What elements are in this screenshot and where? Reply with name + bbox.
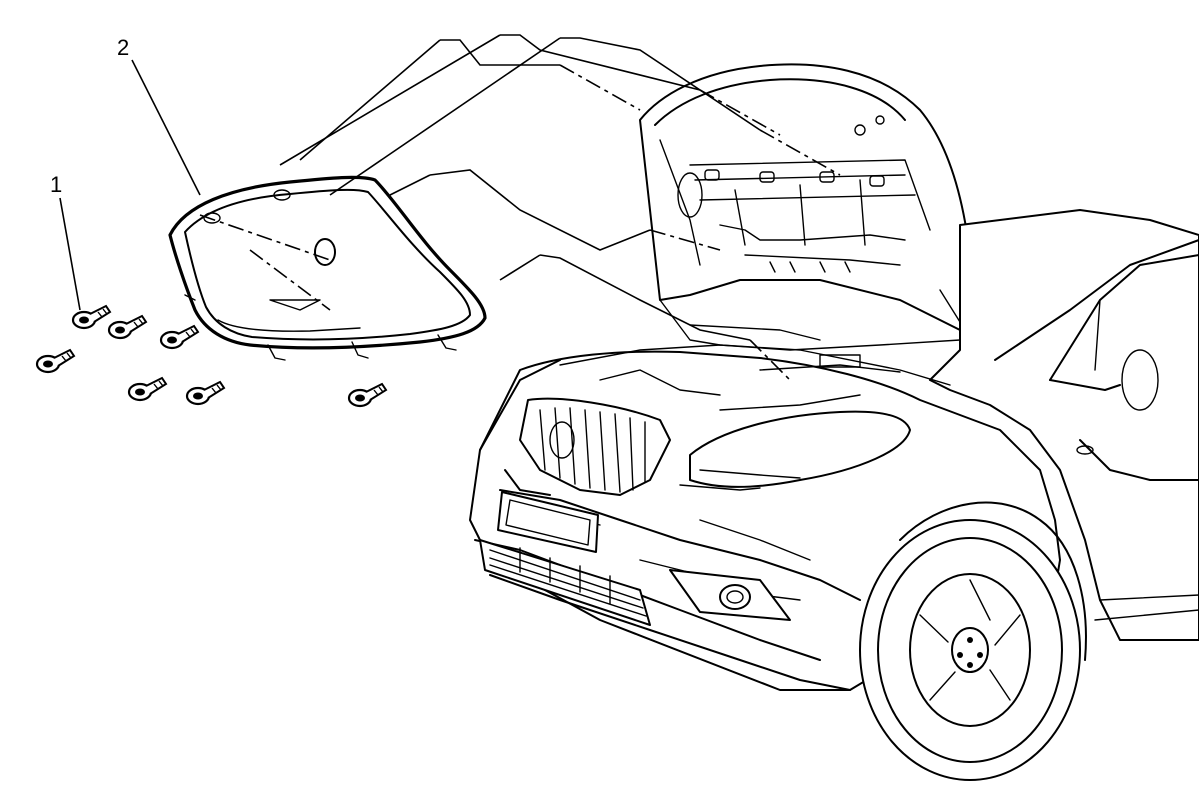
push-pin-retainer-icon	[347, 382, 388, 408]
lower-grille	[479, 539, 651, 626]
push-pin-retainer-icon	[71, 304, 112, 330]
hood-insulator	[168, 175, 487, 361]
push-pin-retainer-icon	[127, 376, 168, 402]
vehicle-illustration	[469, 63, 1199, 781]
headlamp	[679, 410, 911, 491]
open-hood	[639, 63, 991, 366]
push-pin-retainer-icon	[185, 380, 226, 406]
vehicle-body	[929, 209, 1199, 641]
engine-bay	[559, 344, 951, 411]
push-pin-retainer-icon	[107, 314, 148, 340]
fog-lamp	[669, 569, 791, 621]
front-grille	[504, 397, 671, 496]
front-wheel	[859, 501, 1087, 781]
push-pin-retainer-icon	[159, 324, 200, 350]
callout-1: 1	[50, 172, 62, 197]
callout-group: 1 2	[50, 35, 201, 311]
push-pin-retainer-icon	[35, 348, 76, 374]
callout-2: 2	[117, 35, 129, 60]
license-plate	[497, 491, 599, 553]
push-pin-retainers	[35, 304, 388, 408]
